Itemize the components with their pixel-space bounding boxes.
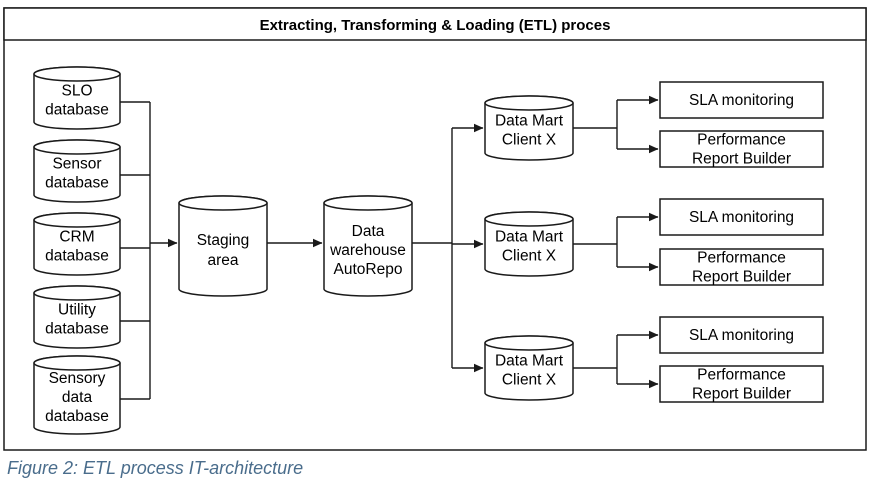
diagram-title: Extracting, Transforming & Loading (ETL)… — [260, 17, 611, 34]
performance-report-builder-box-1-line: Report Builder — [692, 151, 791, 168]
data-mart-3-line: Client X — [502, 372, 557, 389]
sla-monitoring-box-1: SLA monitoring — [659, 81, 824, 119]
sla-monitoring-box-3-rect — [659, 316, 824, 354]
staging-area-top — [178, 195, 268, 211]
staging-area-line: Staging — [197, 232, 250, 249]
data-warehouse-line: Data — [352, 223, 385, 240]
data-warehouse-line: AutoRepo — [334, 261, 403, 278]
source-database-1-line: SLO — [61, 83, 92, 100]
sla-monitoring-box-2-rect — [659, 198, 824, 236]
source-database-5-top — [33, 355, 121, 371]
performance-report-builder-box-3-line: Performance — [697, 367, 786, 384]
source-database-3-top — [33, 212, 121, 228]
data-mart-2-line: Client X — [502, 248, 557, 265]
staging-area-line: area — [207, 252, 238, 269]
source-database-4: Utility database — [33, 285, 121, 349]
nodes: SLOdatabaseSensordatabaseCRMdatabaseUtil… — [33, 66, 824, 435]
performance-report-builder-box-3-rect — [659, 365, 824, 403]
source-database-5-line: Sensory — [49, 370, 106, 387]
data-mart-2-top — [484, 211, 574, 227]
source-database-2: Sensor database — [33, 139, 121, 203]
source-database-5-line: database — [45, 408, 109, 425]
performance-report-builder-box-2-line: Report Builder — [692, 269, 791, 286]
source-database-5: Sensory data database — [33, 355, 121, 435]
sla-monitoring-box-2-line: SLA monitoring — [689, 209, 794, 226]
data-mart-3-top — [484, 335, 574, 351]
source-database-2-top — [33, 139, 121, 155]
data-warehouse-top — [323, 195, 413, 211]
sla-monitoring-box-3: SLA monitoring — [659, 316, 824, 354]
source-database-3: CRM database — [33, 212, 121, 276]
connectors — [120, 95, 659, 400]
figure-caption: Figure 2: ETL process IT-architecture — [7, 458, 304, 478]
sla-monitoring-box-1-rect — [659, 81, 824, 119]
source-database-2-line: database — [45, 175, 109, 192]
data-warehouse-line: warehouse — [329, 242, 406, 259]
data-mart-1-line: Client X — [502, 132, 557, 149]
source-database-2-line: Sensor — [52, 156, 101, 173]
source-database-5-line: data — [62, 389, 93, 406]
source-database-4-line: database — [45, 321, 109, 338]
source-database-3-line: CRM — [59, 229, 94, 246]
source-database-1-line: database — [45, 102, 109, 119]
sla-monitoring-box-3-line: SLA monitoring — [689, 327, 794, 344]
performance-report-builder-box-1-line: Performance — [697, 132, 786, 149]
data-mart-2-line: Data Mart — [495, 229, 564, 246]
source-database-4-top — [33, 285, 121, 301]
performance-report-builder-box-2-line: Performance — [697, 250, 786, 267]
title-band — [3, 7, 867, 41]
source-database-1-top — [33, 66, 121, 82]
source-database-1: SLO database — [33, 66, 121, 130]
data-mart-3-line: Data Mart — [495, 353, 564, 370]
data-mart-1-line: Data Mart — [495, 113, 564, 130]
source-database-4-line: Utility — [58, 302, 96, 319]
data-mart-1-top — [484, 95, 574, 111]
sla-monitoring-box-2: SLA monitoring — [659, 198, 824, 236]
sla-monitoring-box-1-line: SLA monitoring — [689, 92, 794, 109]
source-database-3-line: database — [45, 248, 109, 265]
performance-report-builder-box-1-rect — [659, 130, 824, 168]
performance-report-builder-box-3-line: Report Builder — [692, 386, 791, 403]
staging-area: Staging area — [178, 195, 268, 297]
performance-report-builder-box-2-rect — [659, 248, 824, 286]
